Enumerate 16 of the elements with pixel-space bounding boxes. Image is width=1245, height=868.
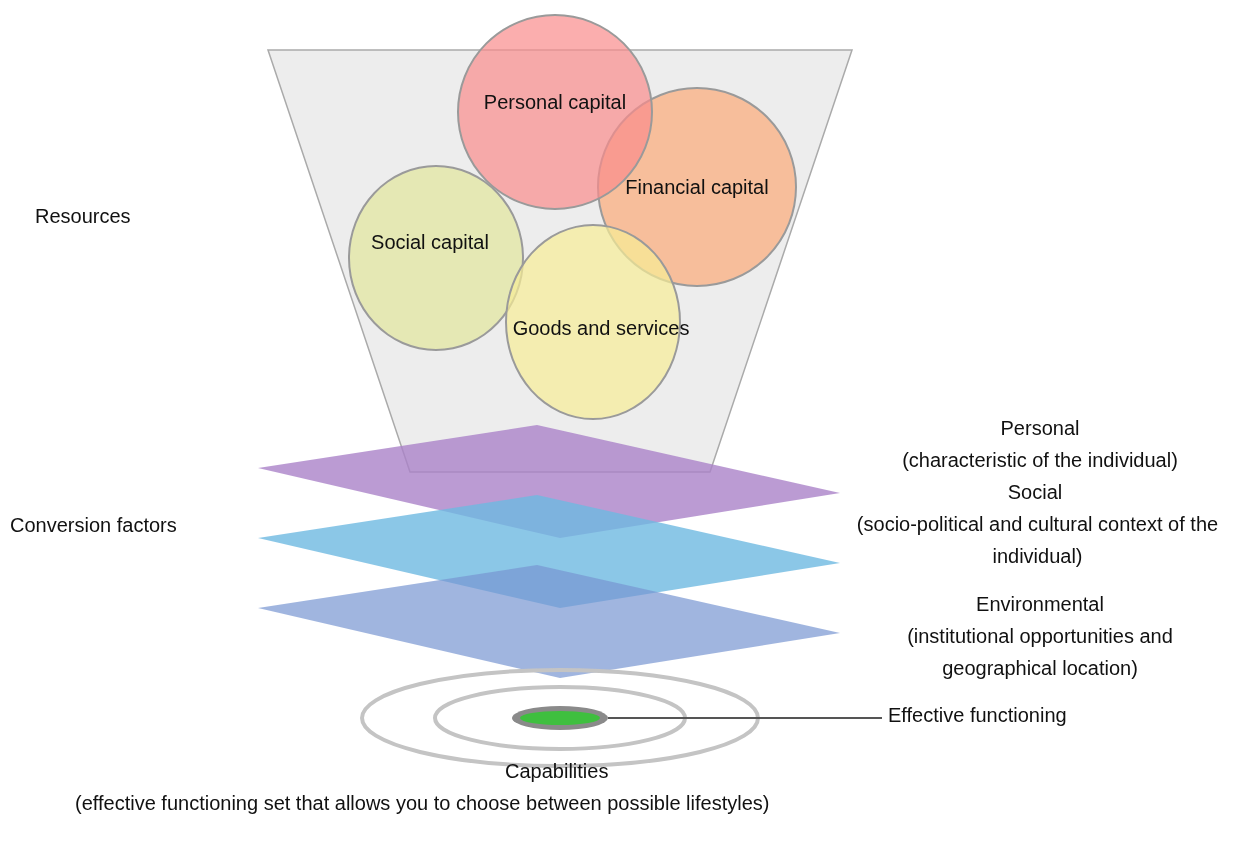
text-label: (effective functioning set that allows you to choose between possible lifestyles)	[75, 792, 770, 815]
plane-caption: Social	[1006, 480, 1064, 505]
plane-caption: (institutional opportunities and geographical location)	[906, 624, 1174, 681]
plane-caption: (socio-political and cultural context of the individual)	[855, 512, 1220, 569]
text-label: Capabilities	[505, 760, 609, 783]
plane-caption: Personal	[999, 416, 1081, 441]
circle-label: Financial capital	[625, 175, 769, 199]
plane-caption: Environmental	[975, 592, 1105, 617]
circle-label: Goods and services	[512, 316, 690, 340]
leader-line	[607, 717, 883, 719]
circle-label: Personal capital	[483, 90, 627, 114]
text-label: Conversion factors	[10, 514, 177, 537]
plane-caption: (characteristic of the individual)	[901, 448, 1179, 473]
text-label: Resources	[35, 205, 131, 228]
annotation-text: Effective functioning	[888, 704, 1067, 727]
circle-label: Social capital	[371, 230, 489, 254]
